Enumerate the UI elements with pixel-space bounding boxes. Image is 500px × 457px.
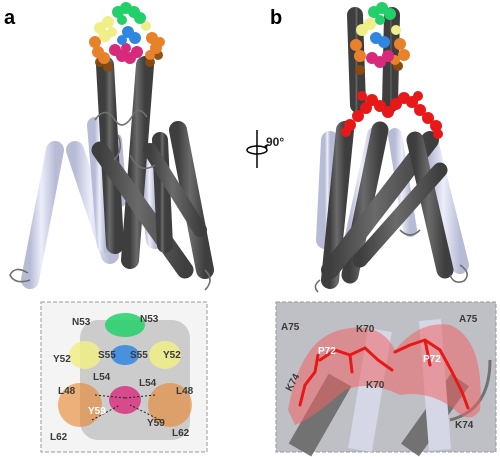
- dark-helices: [91, 56, 214, 279]
- panel-a-label: a: [4, 7, 16, 29]
- label-n53-left: N53: [72, 317, 91, 328]
- rotation-indicator: 90°: [246, 130, 284, 168]
- label-a75-right: A75: [459, 314, 478, 325]
- label-a75-left: A75: [281, 322, 300, 333]
- loops: [9, 109, 211, 291]
- panel-b-label: b: [270, 7, 282, 29]
- panel-a-structure: [9, 2, 214, 291]
- label-y52-right: Y52: [163, 350, 181, 361]
- label-l62-right: L62: [172, 428, 190, 439]
- inset-a: N53 N53 Y52 Y52 S55 S55 L54 L54 L48 L48 …: [40, 301, 208, 453]
- label-l48-left: L48: [58, 386, 76, 397]
- label-y59-right: Y59: [147, 418, 165, 429]
- label-l48-right: L48: [176, 386, 194, 397]
- label-y59-left: Y59: [88, 406, 106, 417]
- label-l54-left: L54: [93, 372, 111, 383]
- panel-b-cap-spheres: [350, 2, 410, 75]
- label-k74-right: K74: [455, 420, 474, 431]
- label-n53-right: N53: [140, 314, 159, 325]
- inset-b: A75 A75 K70 K70 P72 P72 K74 K74: [275, 301, 497, 457]
- rotation-label: 90°: [266, 135, 284, 149]
- label-s55-right: S55: [130, 350, 148, 361]
- label-y52-left: Y52: [53, 354, 71, 365]
- label-p72-left: P72: [318, 346, 336, 357]
- label-s55-left: S55: [98, 350, 116, 361]
- label-k70-bottom: K70: [366, 380, 385, 391]
- panel-b-structure: [314, 2, 469, 293]
- label-l62-left: L62: [50, 432, 68, 443]
- panel-a-cap-spheres: [89, 2, 165, 72]
- label-p72-right: P72: [423, 354, 441, 365]
- label-l54-right: L54: [139, 378, 157, 389]
- label-k70-top: K70: [356, 324, 375, 335]
- dark-helices-b: [321, 7, 454, 289]
- loops-b: [314, 229, 468, 293]
- panel-b-red-ring: [341, 91, 443, 139]
